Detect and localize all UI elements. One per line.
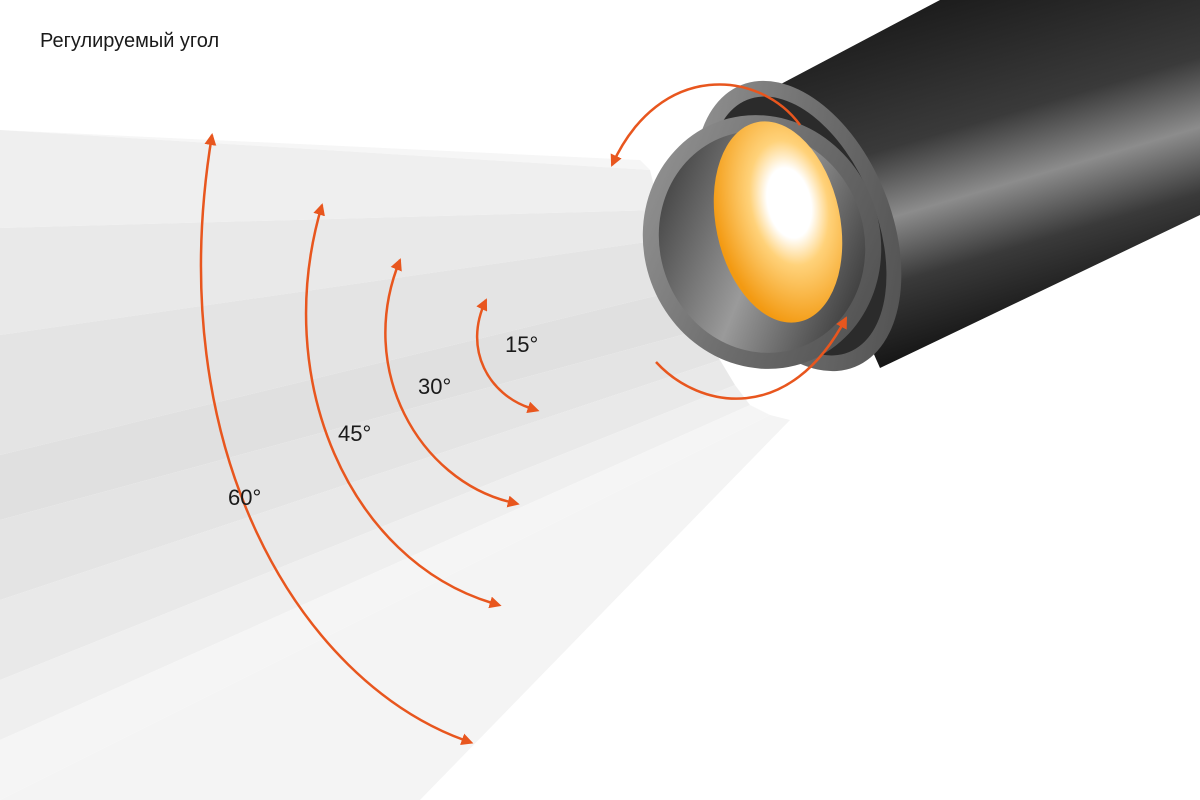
angle-label-60: 60° — [228, 485, 261, 510]
angle-arrow-60 — [199, 133, 474, 745]
angle-arrows — [199, 133, 540, 745]
angle-labels: 15° 30° 45° 60° — [228, 332, 538, 510]
rotate-arrow-bottom — [655, 316, 848, 400]
angle-label-45: 45° — [338, 421, 371, 446]
lens — [713, 121, 843, 323]
angle-label-30: 30° — [418, 374, 451, 399]
rotate-arrow-icon — [610, 83, 848, 400]
rotate-arrow-top — [610, 83, 802, 167]
diagram-title: Регулируемый угол — [40, 30, 220, 52]
flashlight — [642, 0, 1200, 372]
angle-label-15: 15° — [505, 332, 538, 357]
